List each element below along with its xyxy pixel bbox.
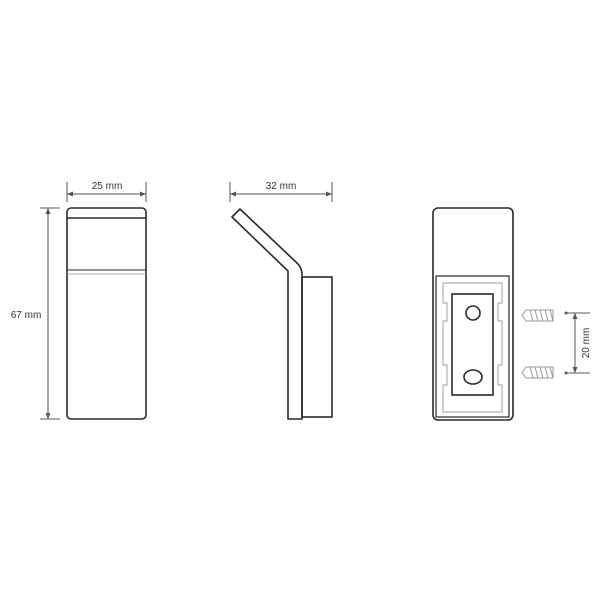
side-view (231, 208, 333, 420)
back-recess (435, 275, 510, 418)
wall-plate (301, 276, 333, 418)
screw-icon (521, 366, 554, 379)
screw-hole-slot (463, 369, 483, 385)
screws (521, 309, 554, 379)
front-width-label: 25 mm (92, 181, 123, 192)
side-depth-label: 32 mm (266, 181, 297, 192)
screw-spacing-label: 20 mm (581, 328, 592, 359)
mounting-bracket (442, 282, 503, 413)
back-body (432, 207, 514, 421)
front-view (66, 207, 147, 420)
hook-arm (231, 208, 303, 420)
height-label: 67 mm (11, 310, 42, 321)
screw-hole-round (465, 305, 481, 321)
screw-icon (521, 309, 554, 322)
back-view (432, 207, 514, 421)
dimension-lines (40, 182, 590, 420)
front-body (66, 207, 147, 420)
mounting-plate (451, 293, 494, 396)
